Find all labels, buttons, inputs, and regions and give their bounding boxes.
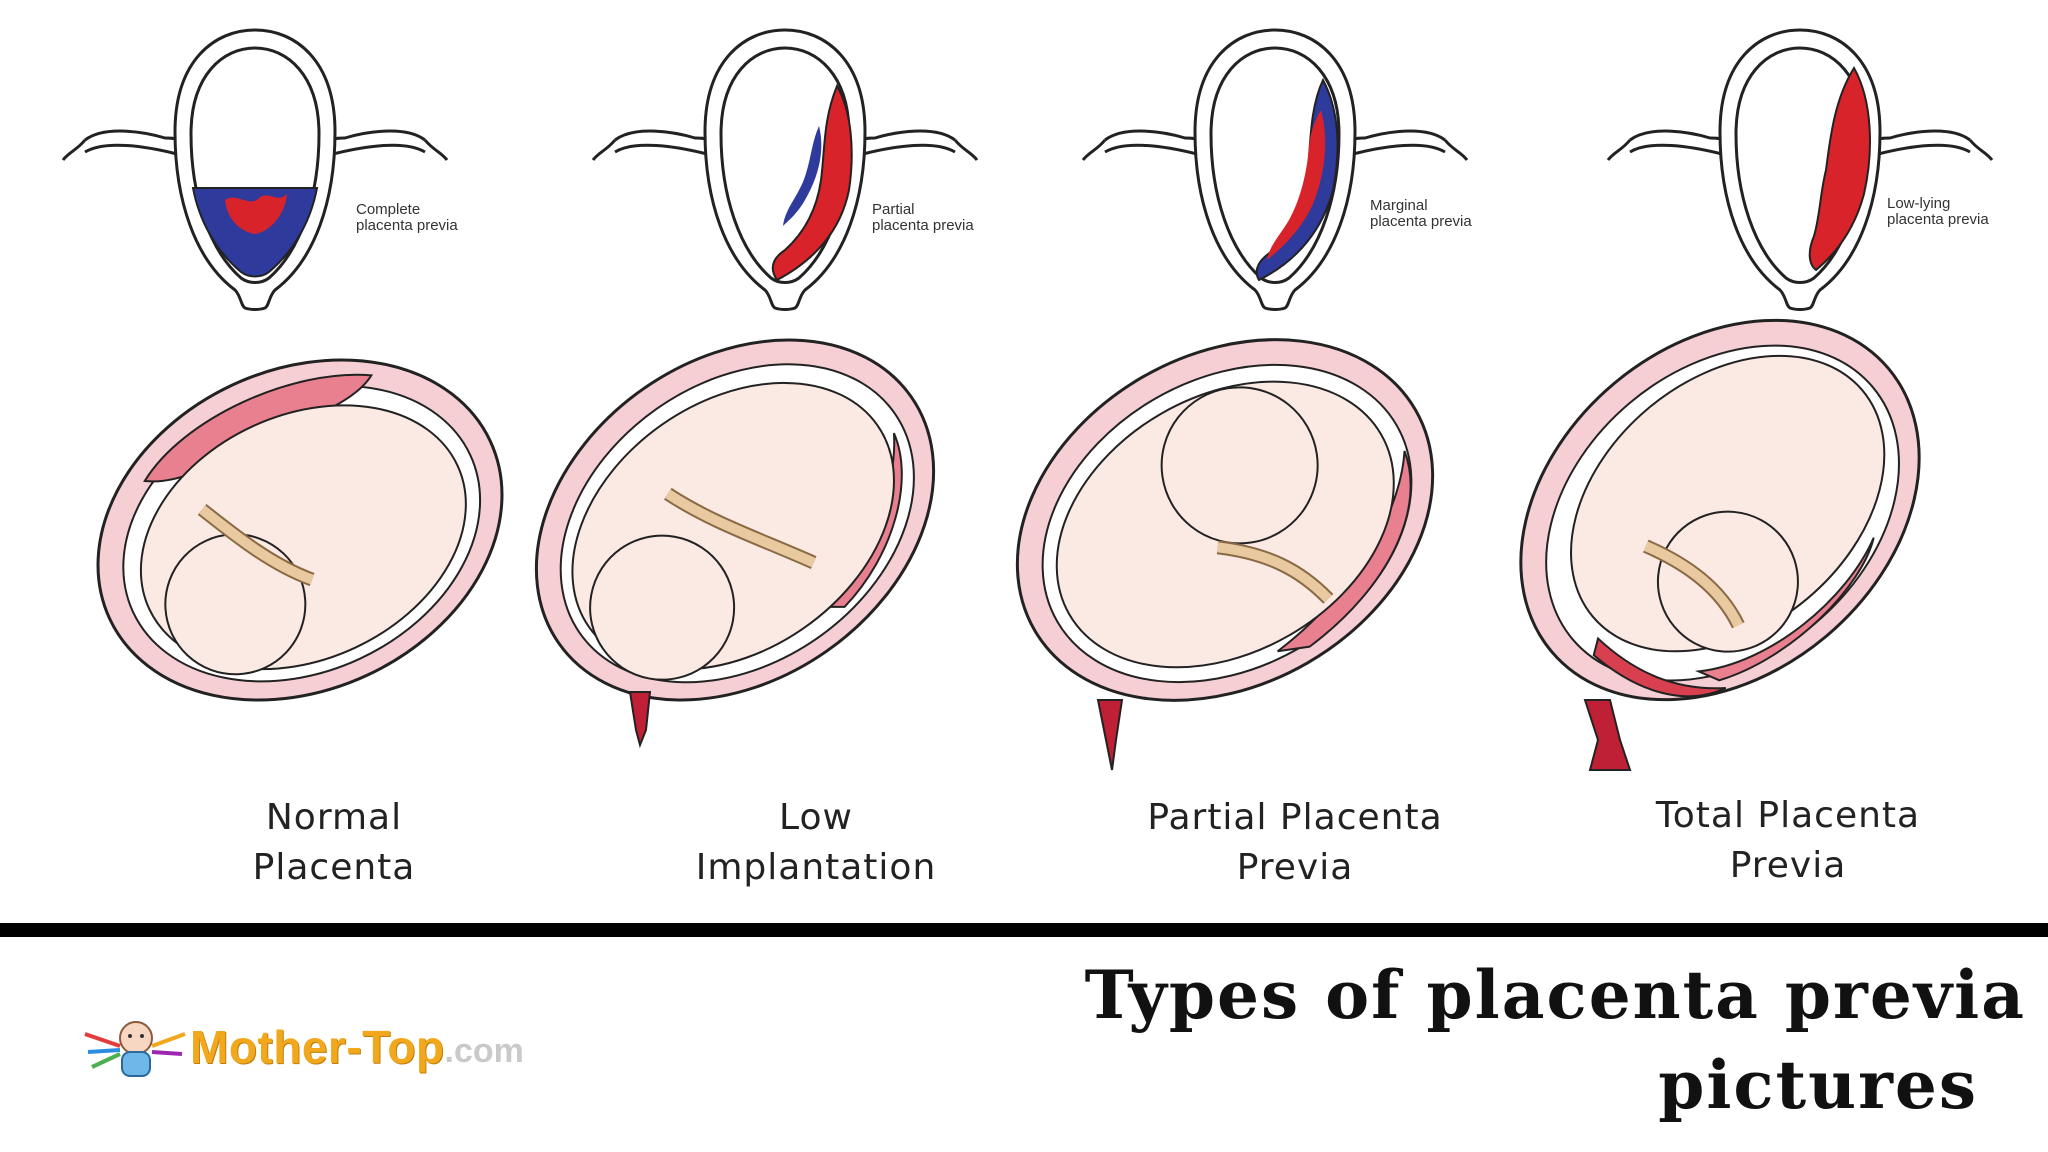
title-line-1: Types of placenta previa — [1084, 956, 2026, 1034]
uterus-label-complete: Complete placenta previa — [356, 201, 458, 234]
blood-drip — [628, 691, 652, 749]
fetus-total-previa — [1519, 318, 1921, 702]
uterus-label-partial: Partial placenta previa — [872, 201, 974, 234]
caption-partial-previa: Partial Placenta Previa — [1147, 797, 1443, 888]
logo: Mother-Top .com — [80, 1012, 524, 1082]
fetus-partial-previa — [1015, 338, 1435, 702]
caption-total-previa: Total Placenta Previa — [1655, 795, 1921, 886]
blood-drip — [1096, 699, 1124, 771]
logo-suffix: .com — [444, 1031, 524, 1070]
divider-bar — [0, 923, 2048, 937]
uterus-label-low-lying: Low-lying placenta previa — [1887, 195, 1989, 228]
uterus-low-lying-previa — [1606, 28, 1994, 311]
logo-mascot-icon — [84, 1021, 186, 1077]
page-title: Types of placenta previa pictures — [1085, 950, 2026, 1130]
logo-name: Mother-Top — [190, 1021, 445, 1073]
caption-low-implantation: Low Implantation — [695, 797, 937, 888]
title-line-2: pictures — [1658, 1046, 1978, 1124]
caption-normal-placenta: Normal Placenta — [252, 797, 416, 888]
blood-drip — [1583, 699, 1632, 771]
uterus-complete-previa — [61, 28, 449, 311]
uterus-marginal-previa — [1081, 28, 1469, 311]
fetus-normal-placenta — [96, 358, 504, 702]
fetus-low-implantation — [534, 338, 936, 702]
uterus-partial-previa — [591, 28, 979, 311]
uterus-label-marginal: Marginal placenta previa — [1370, 197, 1472, 230]
